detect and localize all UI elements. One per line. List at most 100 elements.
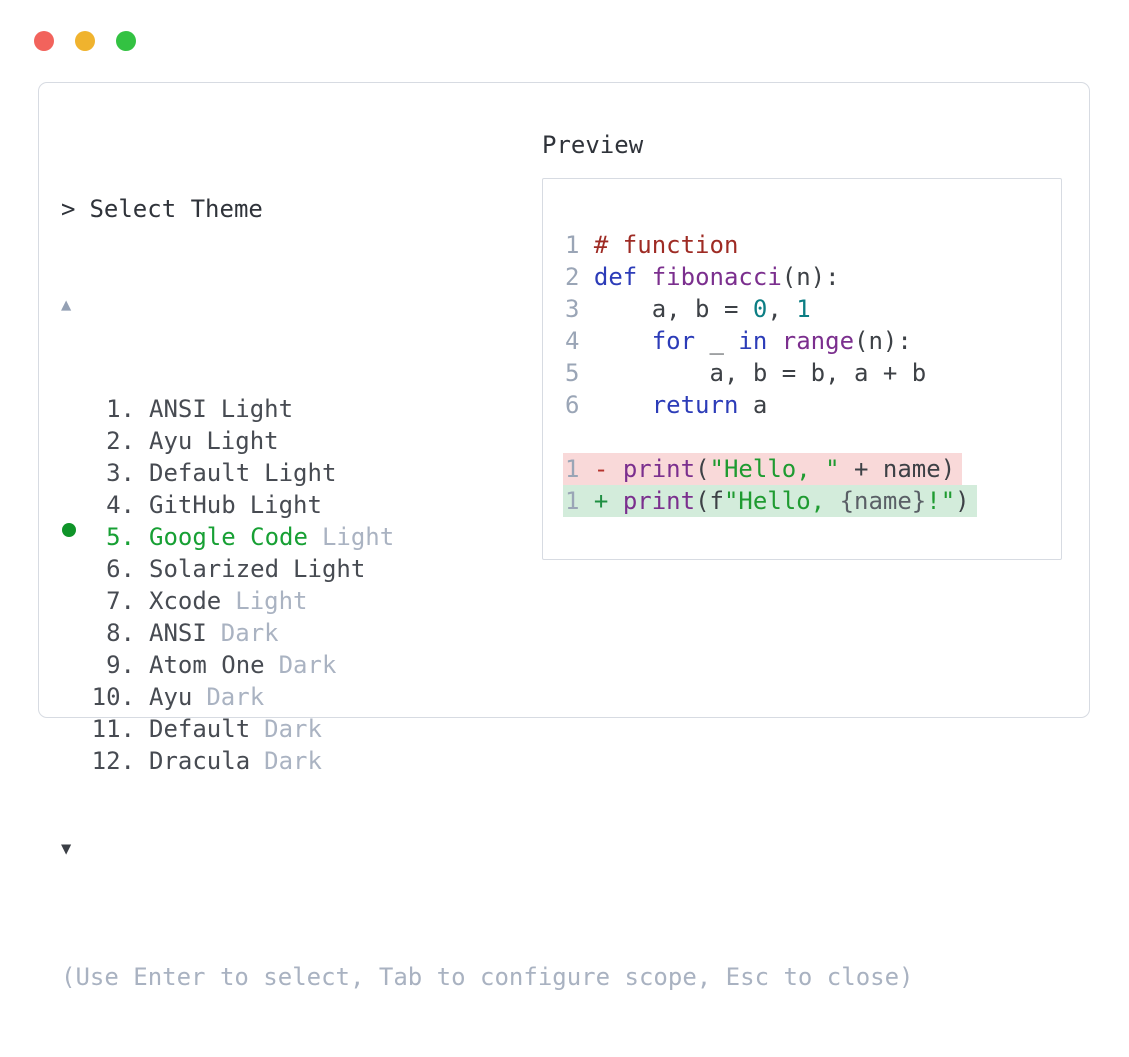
code-token: - [593,455,623,483]
code-line: 3 a, b = 0, 1 [565,293,977,325]
code-token: + [593,487,623,515]
code-token [767,327,781,355]
bullet-slot [61,577,91,609]
bullet-slot [61,481,91,513]
theme-item-name: ANSI [149,395,207,423]
line-number: 1 [565,455,594,483]
code-token: ) [955,487,970,515]
code-token: "Hello, [723,487,840,515]
theme-item-number: 1. [106,395,135,423]
code-token: for [651,327,696,355]
line-number: 1 [565,231,594,259]
theme-item-number: 11. [91,715,135,743]
theme-item-variant: Dark [264,747,322,775]
line-number: 5 [565,359,594,387]
theme-item-name: Default [149,459,251,487]
theme-item-name: Atom One [149,651,265,679]
code-token: range [781,327,855,355]
theme-item-variant: Light [264,459,337,487]
code-token: ( [695,455,710,483]
theme-item-number: 12. [91,747,135,775]
diff-added-line: 1 + print(f"Hello, {name}!") [563,485,977,517]
theme-item-ayu-light[interactable]: 2. Ayu Light [61,417,914,455]
code-token [594,327,652,355]
line-number: 1 [565,487,594,515]
code-line: 5 a, b = b, a + b [565,357,977,389]
line-number: 2 [565,263,594,291]
theme-item-atom-one-dark[interactable]: 9. Atom One Dark [61,641,914,679]
theme-item-default-light[interactable]: 3. Default Light [61,449,914,487]
theme-item-number: 8. [106,619,135,647]
code-token: !" [926,487,956,515]
selected-dot-icon [62,523,76,537]
theme-item-name: Google Code [149,523,308,551]
code-token: # function [593,231,739,259]
bullet-slot [61,449,91,481]
selected-bullet-slot [61,513,91,545]
preview-label: Preview [542,131,644,159]
code-token: print [622,487,696,515]
code-line-content: 1 # function [563,229,745,261]
theme-item-variant: Light [293,555,366,583]
traffic-light-minimize[interactable] [75,31,95,51]
theme-item-number: 6. [106,555,135,583]
theme-item-number: 9. [106,651,135,679]
line-number: 4 [565,327,594,355]
theme-item-number: 3. [106,459,135,487]
theme-item-number: 4. [106,491,135,519]
code-token: "Hello, " [709,455,840,483]
theme-item-number: 10. [91,683,135,711]
bullet-slot [61,705,91,737]
code-line: 1 # function [565,229,977,261]
code-token [637,263,651,291]
code-token: def [593,263,638,291]
page-title: Select Theme [89,195,263,223]
help-text: (Use Enter to select, Tab to configure s… [61,963,914,991]
theme-item-number: 7. [106,587,135,615]
bullet-slot [61,385,91,417]
theme-item-variant: Light [206,427,279,455]
theme-item-xcode-light[interactable]: 7. Xcode Light [61,577,914,615]
code-token: (f [695,487,724,515]
code-line-content: 6 return a [563,389,774,421]
scroll-up-icon[interactable]: ▲ [61,295,72,315]
theme-item-ayu-dark[interactable]: 10. Ayu Dark [61,673,914,711]
prompt-row: >Select Theme [61,193,914,225]
code-line-content: 4 for _ in range(n): [563,325,919,357]
bullet-slot [61,609,91,641]
theme-item-name: Default [149,715,251,743]
bullet-slot [61,737,91,769]
theme-item-name: ANSI [149,619,207,647]
theme-item-variant: Light [235,587,308,615]
code-line-content [563,421,572,453]
code-token: + name) [839,455,956,483]
theme-item-name: Ayu [149,683,193,711]
code-line: 1 + print(f"Hello, {name}!") [563,485,977,517]
bullet-slot [61,545,91,577]
traffic-light-zoom[interactable] [116,31,136,51]
theme-item-variant: Dark [206,683,265,711]
theme-item-number: 2. [106,427,135,455]
line-number: 3 [565,295,594,323]
code-token: (n): [854,327,912,355]
diff-removed-line: 1 - print("Hello, " + name) [563,453,963,485]
code-line: 4 for _ in range(n): [565,325,977,357]
line-number: 6 [565,391,594,419]
bullet-slot [61,673,91,705]
code-token: {name} [839,487,927,515]
traffic-light-close[interactable] [34,31,54,51]
code-token: print [622,455,696,483]
code-line: 1 - print("Hello, " + name) [563,453,977,485]
theme-item-name: GitHub [149,491,236,519]
theme-item-name: Ayu [149,427,193,455]
scroll-down-icon[interactable]: ▼ [61,839,72,859]
theme-item-name: Xcode [149,587,222,615]
theme-item-variant: Dark [278,651,337,679]
